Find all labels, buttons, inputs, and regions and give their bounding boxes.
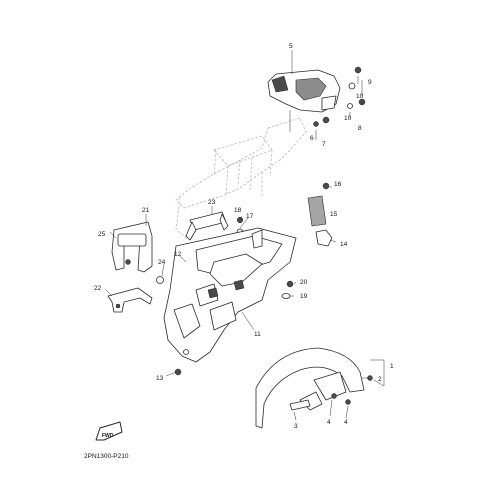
part-22-bracket[interactable]	[107, 287, 153, 313]
callout-11: 11	[254, 331, 261, 338]
callout-22: 22	[94, 285, 102, 292]
callout-1: 1	[390, 363, 394, 370]
bolts-upper[interactable]	[313, 66, 366, 127]
part-1-front-fender[interactable]	[255, 347, 365, 429]
bolts-19-20[interactable]	[281, 280, 294, 299]
callout-5: 5	[289, 43, 293, 50]
callout-4b: 4	[344, 419, 348, 426]
callout-10a: 10	[356, 93, 364, 100]
callout-8: 8	[358, 125, 362, 132]
callout-17: 17	[246, 213, 254, 220]
callout-24: 24	[158, 259, 166, 266]
callout-labels: 1 2 3 4 4 5 6 7 8 9 10 10 11 12 13 14 15…	[94, 43, 394, 430]
part-15-pad[interactable]	[307, 195, 327, 227]
callout-13: 13	[156, 375, 164, 382]
ghost-frame-outline	[175, 117, 307, 241]
callout-14: 14	[340, 241, 348, 248]
callout-18: 18	[234, 207, 242, 214]
part-5-bracket[interactable]	[267, 69, 341, 113]
part-code: 2PN1300-P210	[84, 453, 129, 460]
callout-6: 6	[310, 135, 314, 142]
callout-15: 15	[330, 211, 338, 218]
callout-19: 19	[300, 293, 308, 300]
part-13-bolt[interactable]	[174, 349, 189, 376]
part-21-25-strap[interactable]	[111, 221, 153, 273]
callout-3: 3	[294, 423, 298, 430]
callout-23: 23	[208, 199, 216, 206]
part-24-nut[interactable]	[156, 276, 164, 284]
part-23-strap[interactable]	[185, 211, 229, 241]
callout-4a: 4	[327, 419, 331, 426]
part-11-inner-fender[interactable]	[163, 227, 297, 363]
callout-12: 12	[174, 251, 182, 258]
part-14-bracket[interactable]	[315, 229, 333, 247]
callout-9: 9	[368, 79, 372, 86]
part-16-bolt[interactable]	[322, 182, 330, 190]
fwd-label: FWD	[102, 433, 114, 439]
callout-20: 20	[300, 279, 308, 286]
callout-21: 21	[142, 207, 150, 214]
callout-16: 16	[334, 181, 342, 188]
leader-lines	[105, 50, 385, 421]
fwd-arrow-icon: FWD	[95, 421, 123, 441]
callout-2: 2	[378, 376, 382, 383]
callout-10b: 10	[344, 115, 352, 122]
callout-25: 25	[98, 231, 106, 238]
callout-7: 7	[322, 141, 326, 148]
